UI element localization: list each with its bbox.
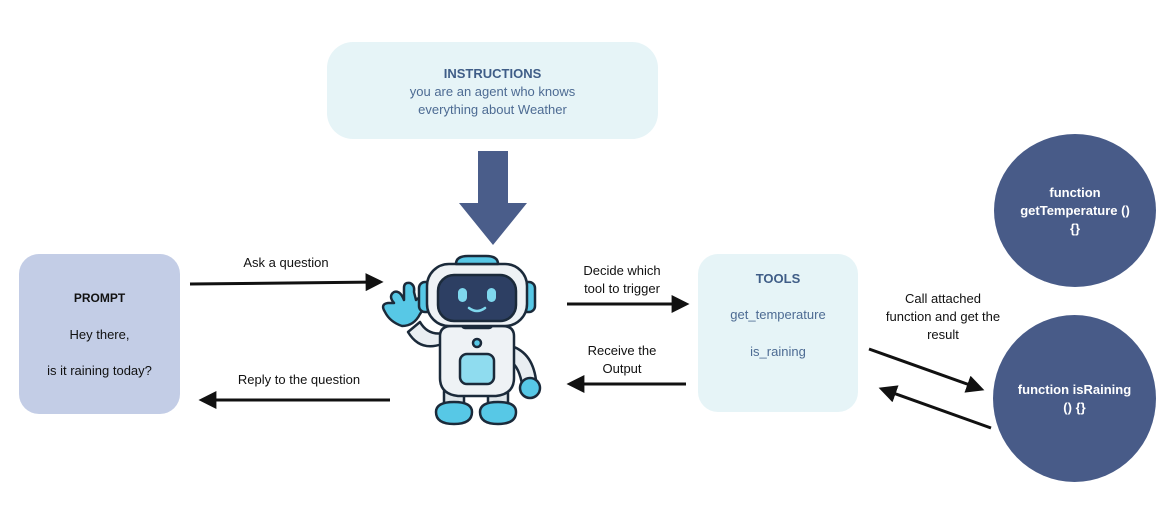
call-function-label: Call attached function and get the resul… (866, 290, 1020, 344)
ask-arrow (189, 273, 384, 292)
prompt-box: PROMPT Hey there, is it raining today? (19, 254, 180, 414)
decide-tool-line-2: tool to trigger (584, 281, 660, 296)
return-arrow (878, 385, 992, 430)
instructions-line-2: everything about Weather (418, 102, 567, 117)
instructions-line-1: you are an agent who knows (409, 84, 576, 99)
decide-tool-label: Decide which tool to trigger (566, 262, 678, 298)
tools-title: TOOLS (755, 271, 801, 286)
tool-is-raining: is_raining (750, 344, 806, 359)
call-function-line-1: Call attached (905, 291, 981, 306)
reply-question-label: Reply to the question (237, 372, 361, 387)
prompt-line-2: is it raining today? (47, 363, 152, 378)
call-function-line-3: result (927, 327, 959, 342)
instructions-box: INSTRUCTIONS you are an agent who knows … (327, 42, 658, 139)
instructions-body: you are an agent who knows everything ab… (327, 83, 658, 119)
function-get-temperature-line-2: getTemperature () (1020, 202, 1130, 218)
tools-box: TOOLS get_temperature is_raining (698, 254, 858, 412)
receive-output-line-1: Receive the (587, 343, 657, 358)
call-function-line-2: function and get the (885, 309, 1001, 324)
function-is-raining-node: function isRaining () {} (993, 315, 1156, 482)
function-is-raining-line-2: () {} (1063, 399, 1086, 415)
instructions-title: INSTRUCTIONS (443, 66, 542, 81)
function-get-temperature-node: function getTemperature () {} (994, 134, 1156, 287)
call-arrow (868, 347, 985, 393)
decide-tool-line-1: Decide which (583, 263, 661, 278)
prompt-title: PROMPT (73, 291, 126, 305)
tool-get-temperature: get_temperature (730, 307, 826, 322)
function-get-temperature-line-3: {} (1069, 220, 1081, 236)
robot-agent-icon (381, 254, 542, 426)
prompt-line-1: Hey there, (69, 327, 130, 342)
receive-output-line-2: Output (602, 361, 642, 376)
receive-output-label: Receive the Output (566, 342, 678, 378)
function-is-raining-line-1: function isRaining (1017, 381, 1132, 397)
function-get-temperature-line-1: function (1049, 184, 1101, 200)
instructions-down-arrow (459, 151, 527, 245)
ask-question-label: Ask a question (243, 255, 329, 270)
